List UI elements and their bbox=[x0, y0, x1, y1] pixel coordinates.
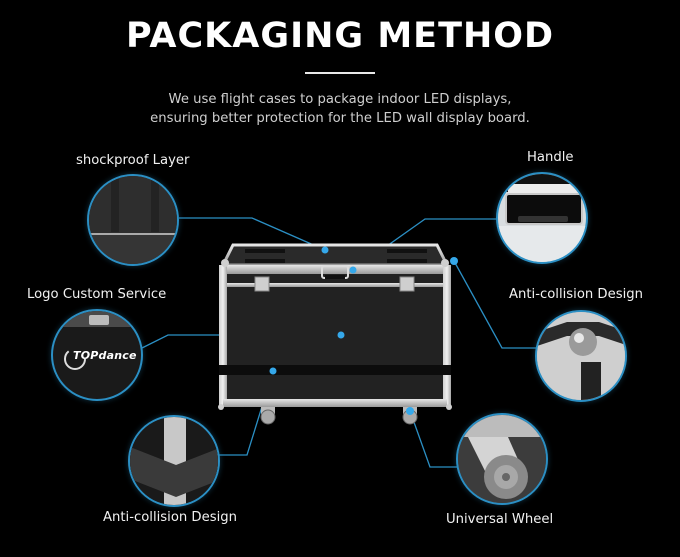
logo-icon bbox=[53, 311, 141, 370]
detail-universal-wheel bbox=[456, 413, 548, 505]
detail-shockproof-layer bbox=[87, 174, 179, 266]
ball-corner-icon bbox=[537, 312, 625, 400]
label-shockproof-layer: shockproof Layer bbox=[76, 153, 190, 168]
brand-logo-text: TOPdance bbox=[73, 349, 137, 362]
label-anti-collision-corner: Anti-collision Design bbox=[509, 287, 643, 302]
label-logo-custom-service: Logo Custom Service bbox=[27, 287, 167, 302]
title-divider bbox=[305, 72, 375, 74]
label-anti-collision-edge: Anti-collision Design bbox=[103, 510, 237, 525]
detail-logo-custom-service: TOPdance bbox=[51, 309, 143, 401]
label-handle: Handle bbox=[527, 150, 574, 165]
page-title: PACKAGING METHOD bbox=[125, 16, 555, 56]
subtitle-line-2: ensuring better protection for the LED w… bbox=[150, 111, 530, 126]
subtitle-line-1: We use flight cases to package indoor LE… bbox=[168, 92, 512, 107]
edge-protector-icon bbox=[130, 417, 218, 505]
foam-layer-icon bbox=[89, 176, 177, 264]
flight-case-illustration bbox=[218, 243, 452, 425]
detail-handle bbox=[496, 172, 588, 264]
page-subtitle: We use flight cases to package indoor LE… bbox=[0, 90, 680, 128]
label-universal-wheel: Universal Wheel bbox=[446, 512, 554, 527]
detail-anti-collision-edge bbox=[128, 415, 220, 507]
handle-icon bbox=[498, 174, 586, 262]
caster-wheel-icon bbox=[458, 415, 546, 503]
detail-anti-collision-corner bbox=[535, 310, 627, 402]
